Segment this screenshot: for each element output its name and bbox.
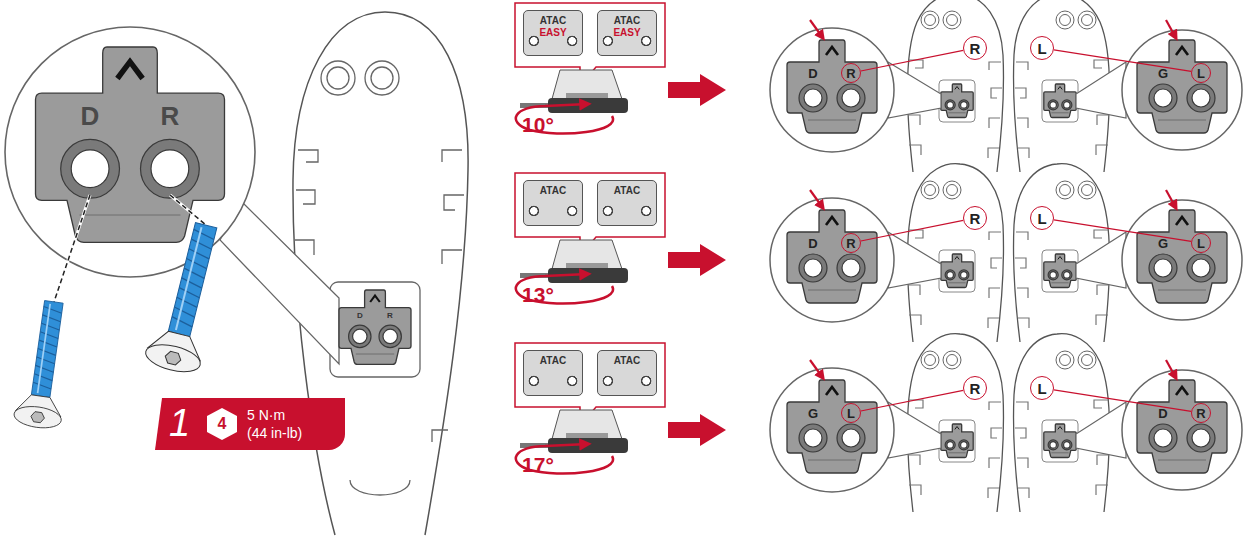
angle-label: 13° bbox=[522, 284, 554, 305]
letter-ring: L bbox=[1030, 36, 1054, 60]
angle-row bbox=[515, 0, 1242, 172]
screw bbox=[13, 299, 78, 431]
node-text: ATAC bbox=[540, 185, 566, 197]
screw bbox=[143, 218, 233, 376]
node-text: 4 bbox=[218, 416, 227, 432]
leader-line bbox=[861, 220, 963, 241]
angle-label: 17° bbox=[522, 454, 554, 475]
torque-value: 5 N·m bbox=[247, 406, 302, 424]
letter-ring: L bbox=[1030, 206, 1054, 230]
cleat-letter: R bbox=[161, 103, 180, 129]
letter-ring: L bbox=[1030, 376, 1054, 400]
cleat-letter: D bbox=[808, 237, 817, 250]
node-text: R bbox=[846, 67, 855, 80]
node-text: R bbox=[970, 211, 981, 226]
cleat-letter: G bbox=[1158, 237, 1168, 250]
callout-tail bbox=[220, 200, 339, 364]
leader-line bbox=[1054, 390, 1191, 412]
node-text: ATAC bbox=[540, 355, 566, 367]
cleat-card: ATAC bbox=[523, 350, 583, 396]
leader-line bbox=[1054, 50, 1191, 72]
node-text: L bbox=[1197, 237, 1205, 250]
angle-label: 10° bbox=[522, 114, 554, 135]
leader-line bbox=[54, 195, 90, 302]
cleat-card: ATAC bbox=[597, 350, 657, 396]
node-text: ATAC bbox=[614, 355, 640, 367]
node-text: EASY bbox=[539, 27, 566, 39]
node-text: EASY bbox=[613, 27, 640, 39]
cleat-small bbox=[339, 290, 411, 364]
leader-line bbox=[170, 195, 206, 225]
cleat-card: ATACEASY bbox=[523, 10, 583, 56]
torque-banner: 1 5 N·m(44 in-lb) 4 bbox=[155, 398, 345, 450]
cleat-letter: D bbox=[808, 67, 817, 80]
letter-ring: R bbox=[841, 63, 861, 83]
node-text: L bbox=[847, 407, 855, 420]
torque-value: (44 in-lb) bbox=[247, 424, 302, 442]
angle-row bbox=[515, 334, 1242, 512]
node-text: L bbox=[1197, 67, 1205, 80]
magnifier-circle bbox=[5, 27, 255, 277]
node-text: ATAC bbox=[614, 185, 640, 197]
leader-line bbox=[170, 195, 206, 225]
hex-key-size: 4 bbox=[207, 408, 237, 440]
cleat-card: ATACEASY bbox=[597, 10, 657, 56]
cleat-large bbox=[36, 47, 225, 242]
letter-ring: L bbox=[841, 403, 861, 423]
cleat-letter: D bbox=[81, 103, 100, 129]
node-text: ATAC bbox=[540, 15, 566, 27]
letter-ring: L bbox=[1191, 233, 1211, 253]
node-text: ATAC bbox=[614, 15, 640, 27]
letter-ring: R bbox=[841, 233, 861, 253]
leader-line bbox=[1054, 220, 1191, 242]
cleat-letter: D bbox=[1158, 407, 1167, 420]
cleat-letter: R bbox=[387, 312, 393, 320]
step-number: 1 bbox=[169, 404, 190, 442]
letter-ring: R bbox=[963, 376, 987, 400]
node-text: L bbox=[1037, 41, 1046, 56]
leader-line bbox=[54, 195, 90, 302]
torque-text: 5 N·m(44 in-lb) bbox=[247, 406, 302, 442]
letter-ring: L bbox=[1191, 63, 1211, 83]
leader-line bbox=[861, 390, 963, 411]
letter-ring: R bbox=[963, 206, 987, 230]
letter-ring: R bbox=[963, 36, 987, 60]
cleat-card: ATAC bbox=[523, 180, 583, 226]
leader-line bbox=[861, 50, 963, 71]
node-text: R bbox=[846, 237, 855, 250]
node-text: R bbox=[970, 381, 981, 396]
node-text: R bbox=[970, 41, 981, 56]
cleat-letter: G bbox=[808, 407, 818, 420]
cleat-letter: D bbox=[357, 312, 363, 320]
letter-ring: R bbox=[1191, 403, 1211, 423]
shoe-sole bbox=[293, 12, 468, 535]
cleat-letter: G bbox=[1158, 67, 1168, 80]
node-text: R bbox=[1196, 407, 1205, 420]
cleat-card: ATAC bbox=[597, 180, 657, 226]
node-text: L bbox=[1037, 211, 1046, 226]
node-text: L bbox=[1037, 381, 1046, 396]
angle-row bbox=[515, 164, 1242, 342]
